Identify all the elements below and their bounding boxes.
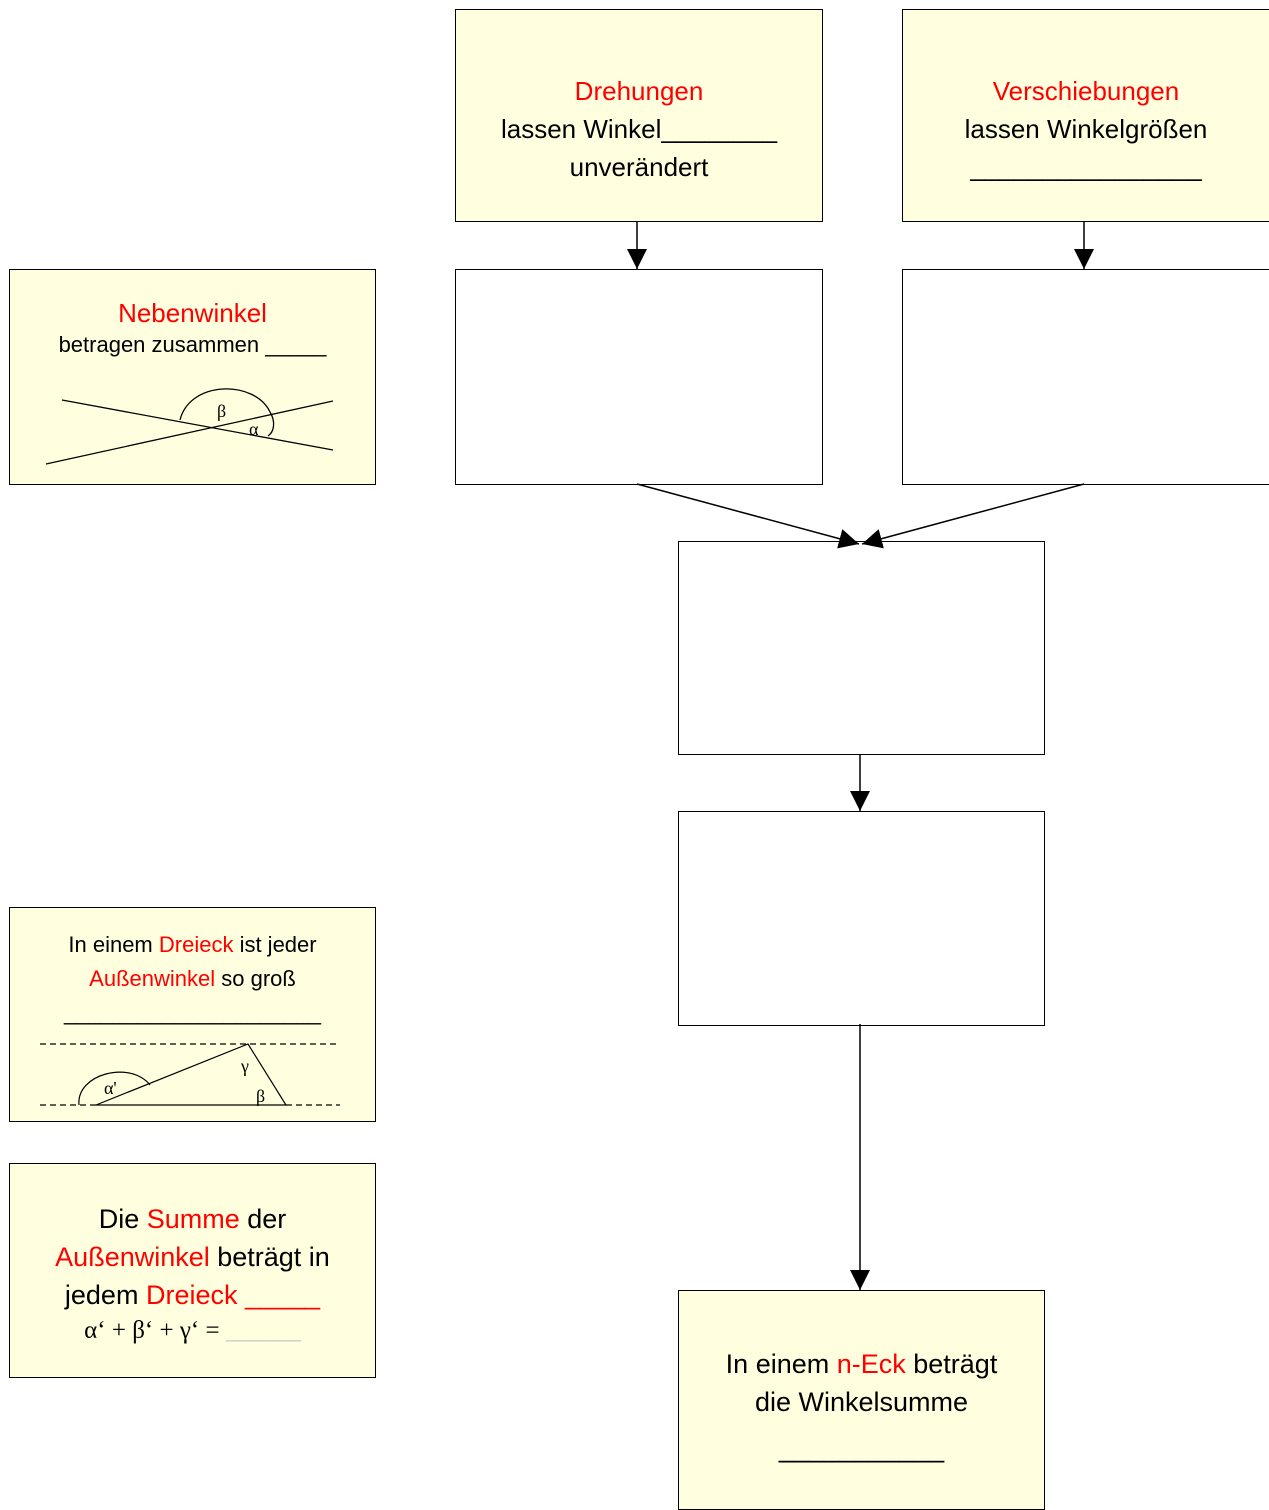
nebenwinkel-line-b [45,400,334,465]
summe-box: Die Summe der Außenwinkel beträgt in jed… [9,1163,376,1378]
drehungen-line1: lassen Winkel________ [500,114,778,144]
aussenwinkel-label-alpha-prime: α' [104,1078,117,1098]
empty-box-lower[interactable] [678,811,1045,1026]
neck-blank: ___________ [778,1433,945,1463]
summe-term: Summe [146,1204,240,1234]
aussenwinkel-line2: Außenwinkel so groß [10,962,375,996]
aussenwinkel-arc-alpha-prime [78,1071,151,1106]
summe-blank: _____ [237,1280,321,1310]
summe-aussenwinkel: Außenwinkel [55,1242,210,1272]
drehungen-line2: unverändert [569,152,709,182]
neck-line2: die Winkelsumme [754,1387,969,1417]
summe-mid2: beträgt in [209,1242,330,1272]
summe-line3: jedem Dreieck _____ [10,1276,375,1314]
empty-box-verschiebungen[interactable] [902,269,1269,485]
aussenwinkel-dreieck: Dreieck [158,932,234,957]
summe-formula-text: α‘ + β‘ + γ‘ = [84,1317,226,1344]
neck-pre: In einem [725,1349,837,1379]
aussenwinkel-pre: In einem [68,932,159,957]
summe-line1: Die Summe der [10,1200,375,1238]
aussenwinkel-label-gamma: γ [240,1056,249,1076]
aussenwinkel-blank: _____________________ [64,1000,321,1025]
verschiebungen-title: Verschiebungen [992,76,1180,106]
summe-pre: Die [98,1204,147,1234]
neck-box: In einem n-Eck beträgt die Winkelsumme _… [678,1290,1045,1510]
aussenwinkel-box: In einem Dreieck ist jeder Außenwinkel s… [9,907,376,1122]
summe-formula: α‘ + β‘ + γ‘ = ______ [10,1314,375,1348]
nebenwinkel-arc-alpha [267,411,275,437]
summe-mid: der [239,1204,287,1234]
verschiebungen-line2: ________________ [970,152,1202,182]
verschiebungen-line1: lassen Winkelgrößen [964,114,1208,144]
neck-term: n-Eck [836,1349,906,1379]
verschiebungen-box: Verschiebungen lassen Winkelgrößen _____… [902,9,1269,222]
nebenwinkel-label-alpha: α [249,419,259,439]
nebenwinkel-box: Nebenwinkel betragen zusammen _____ [9,269,376,485]
arrow-right-to-middle [861,483,1085,549]
summe-dreieck: Dreieck [145,1280,238,1310]
nebenwinkel-title: Nebenwinkel [118,298,267,328]
nebenwinkel-text: betragen zusammen _____ [58,332,327,357]
empty-box-middle[interactable] [678,541,1045,755]
aussenwinkel-line1: In einem Dreieck ist jeder [10,928,375,962]
drehungen-title: Drehungen [574,76,704,106]
nebenwinkel-arc-beta [179,388,271,421]
nebenwinkel-figure [45,388,334,465]
summe-formula-blank: ______ [225,1317,301,1344]
aussenwinkel-term: Außenwinkel [89,966,216,991]
aussenwinkel-mid: ist jeder [233,932,317,957]
nebenwinkel-label-beta: β [217,401,226,421]
aussenwinkel-post: so groß [215,966,296,991]
arrow-left-to-middle [636,483,860,549]
nebenwinkel-line-a [61,399,334,451]
aussenwinkel-label-beta: β [256,1086,265,1106]
drehungen-box: Drehungen lassen Winkel________ unveränd… [455,9,823,222]
neck-post: beträgt [905,1349,998,1379]
aussenwinkel-figure [40,1043,340,1106]
summe-pre2: jedem [64,1280,146,1310]
aussenwinkel-triangle [95,1043,288,1106]
summe-line2: Außenwinkel beträgt in [10,1238,375,1276]
neck-line1: In einem n-Eck beträgt [679,1345,1044,1383]
